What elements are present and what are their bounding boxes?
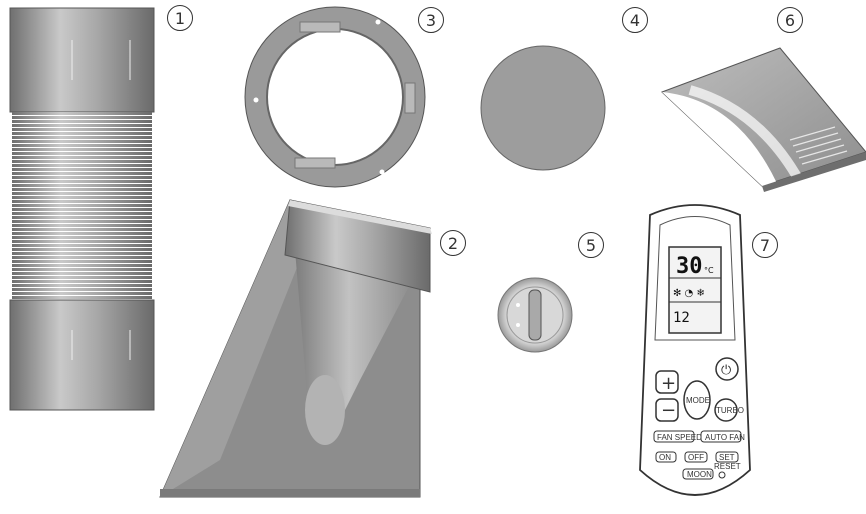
hose-rib bbox=[12, 284, 152, 287]
lcd-mode-icons: ✻ ◔ ❄ bbox=[673, 288, 705, 299]
hose-rib bbox=[12, 152, 152, 155]
hose-rib bbox=[12, 176, 152, 179]
hose-rib bbox=[12, 252, 152, 255]
hose-rib bbox=[12, 280, 152, 283]
hose-rib bbox=[12, 188, 152, 191]
lcd-timer: 12 bbox=[673, 310, 690, 326]
instruction-manual bbox=[662, 48, 866, 192]
hose-rib bbox=[12, 264, 152, 267]
hose-rib bbox=[12, 224, 152, 227]
remote-control: 30 °C 12 ✻ ◔ ❄ ⏻ + − MODE TURBO FAN SPEE… bbox=[640, 205, 750, 495]
cover-plate bbox=[481, 46, 605, 170]
badge-1: 1 bbox=[167, 5, 193, 31]
drain-plug bbox=[498, 278, 572, 352]
window-exhaust-adapter bbox=[160, 200, 432, 497]
badge-7: 7 bbox=[752, 232, 778, 258]
badge-5: 5 bbox=[578, 232, 604, 258]
badge-6: 6 bbox=[777, 7, 803, 33]
lcd-temperature: 30 bbox=[676, 254, 703, 279]
hose-rib bbox=[12, 204, 152, 207]
svg-text:ON: ON bbox=[659, 453, 671, 462]
hose-rib bbox=[12, 116, 152, 119]
hose-rib bbox=[12, 148, 152, 151]
hose-rib bbox=[12, 128, 152, 131]
hose-rib bbox=[12, 292, 152, 295]
hose-rib bbox=[12, 236, 152, 239]
mounting-ring bbox=[245, 7, 425, 187]
hose-rib bbox=[12, 296, 152, 299]
hose-rib bbox=[12, 180, 152, 183]
svg-text:MOON: MOON bbox=[687, 470, 712, 479]
timer-on-button[interactable]: ON bbox=[656, 452, 676, 462]
hose-rib bbox=[12, 140, 152, 143]
hose-rib bbox=[12, 260, 152, 263]
hose-rib bbox=[12, 240, 152, 243]
hose-rib bbox=[12, 124, 152, 127]
svg-text:OFF: OFF bbox=[688, 453, 704, 462]
set-button[interactable]: SET bbox=[716, 452, 738, 462]
hose-rib bbox=[12, 172, 152, 175]
auto-fan-button[interactable]: AUTO FAN bbox=[701, 431, 745, 442]
hose-rib bbox=[12, 156, 152, 159]
moon-button[interactable]: MOON bbox=[683, 469, 713, 479]
hose-rib bbox=[12, 192, 152, 195]
power-button[interactable]: ⏻ bbox=[716, 358, 738, 380]
hose-rib bbox=[12, 208, 152, 211]
hose-rib bbox=[12, 132, 152, 135]
hose-rib bbox=[12, 212, 152, 215]
temp-down-button[interactable]: − bbox=[656, 399, 678, 421]
fan-speed-button[interactable]: FAN SPEED bbox=[654, 431, 702, 442]
hose-rib bbox=[12, 144, 152, 147]
svg-text:SET: SET bbox=[719, 453, 735, 462]
badge-4: 4 bbox=[622, 7, 648, 33]
hose-rib bbox=[12, 256, 152, 259]
svg-text:AUTO FAN: AUTO FAN bbox=[705, 433, 745, 442]
mode-button[interactable]: MODE bbox=[684, 381, 710, 419]
hose-rib bbox=[12, 268, 152, 271]
hose-rib bbox=[12, 232, 152, 235]
hose-rib bbox=[12, 200, 152, 203]
hose-rib bbox=[12, 272, 152, 275]
svg-text:RESET: RESET bbox=[714, 462, 741, 471]
lcd-unit: °C bbox=[704, 266, 714, 275]
temp-up-button[interactable]: + bbox=[656, 371, 678, 394]
hose-rib bbox=[12, 112, 152, 115]
flexible-duct-hose bbox=[10, 8, 154, 410]
hose-rib bbox=[12, 228, 152, 231]
svg-text:MODE: MODE bbox=[686, 396, 710, 405]
hose-rib bbox=[12, 160, 152, 163]
timer-off-button[interactable]: OFF bbox=[685, 452, 707, 462]
hose-rib bbox=[12, 196, 152, 199]
hose-rib bbox=[12, 248, 152, 251]
hose-rib bbox=[12, 216, 152, 219]
hose-rib bbox=[12, 184, 152, 187]
svg-text:TURBO: TURBO bbox=[716, 406, 744, 415]
power-icon: ⏻ bbox=[721, 363, 731, 378]
hose-rib bbox=[12, 168, 152, 171]
svg-text:FAN SPEED: FAN SPEED bbox=[657, 433, 702, 442]
hose-rib bbox=[12, 244, 152, 247]
hose-rib bbox=[12, 136, 152, 139]
svg-text:+: + bbox=[661, 373, 676, 394]
hose-rib bbox=[12, 288, 152, 291]
hose-rib bbox=[12, 220, 152, 223]
hose-rib bbox=[12, 120, 152, 123]
hose-rib bbox=[12, 276, 152, 279]
badge-2: 2 bbox=[440, 230, 466, 256]
svg-text:−: − bbox=[661, 400, 676, 421]
hose-rib bbox=[12, 164, 152, 167]
badge-3: 3 bbox=[418, 7, 444, 33]
